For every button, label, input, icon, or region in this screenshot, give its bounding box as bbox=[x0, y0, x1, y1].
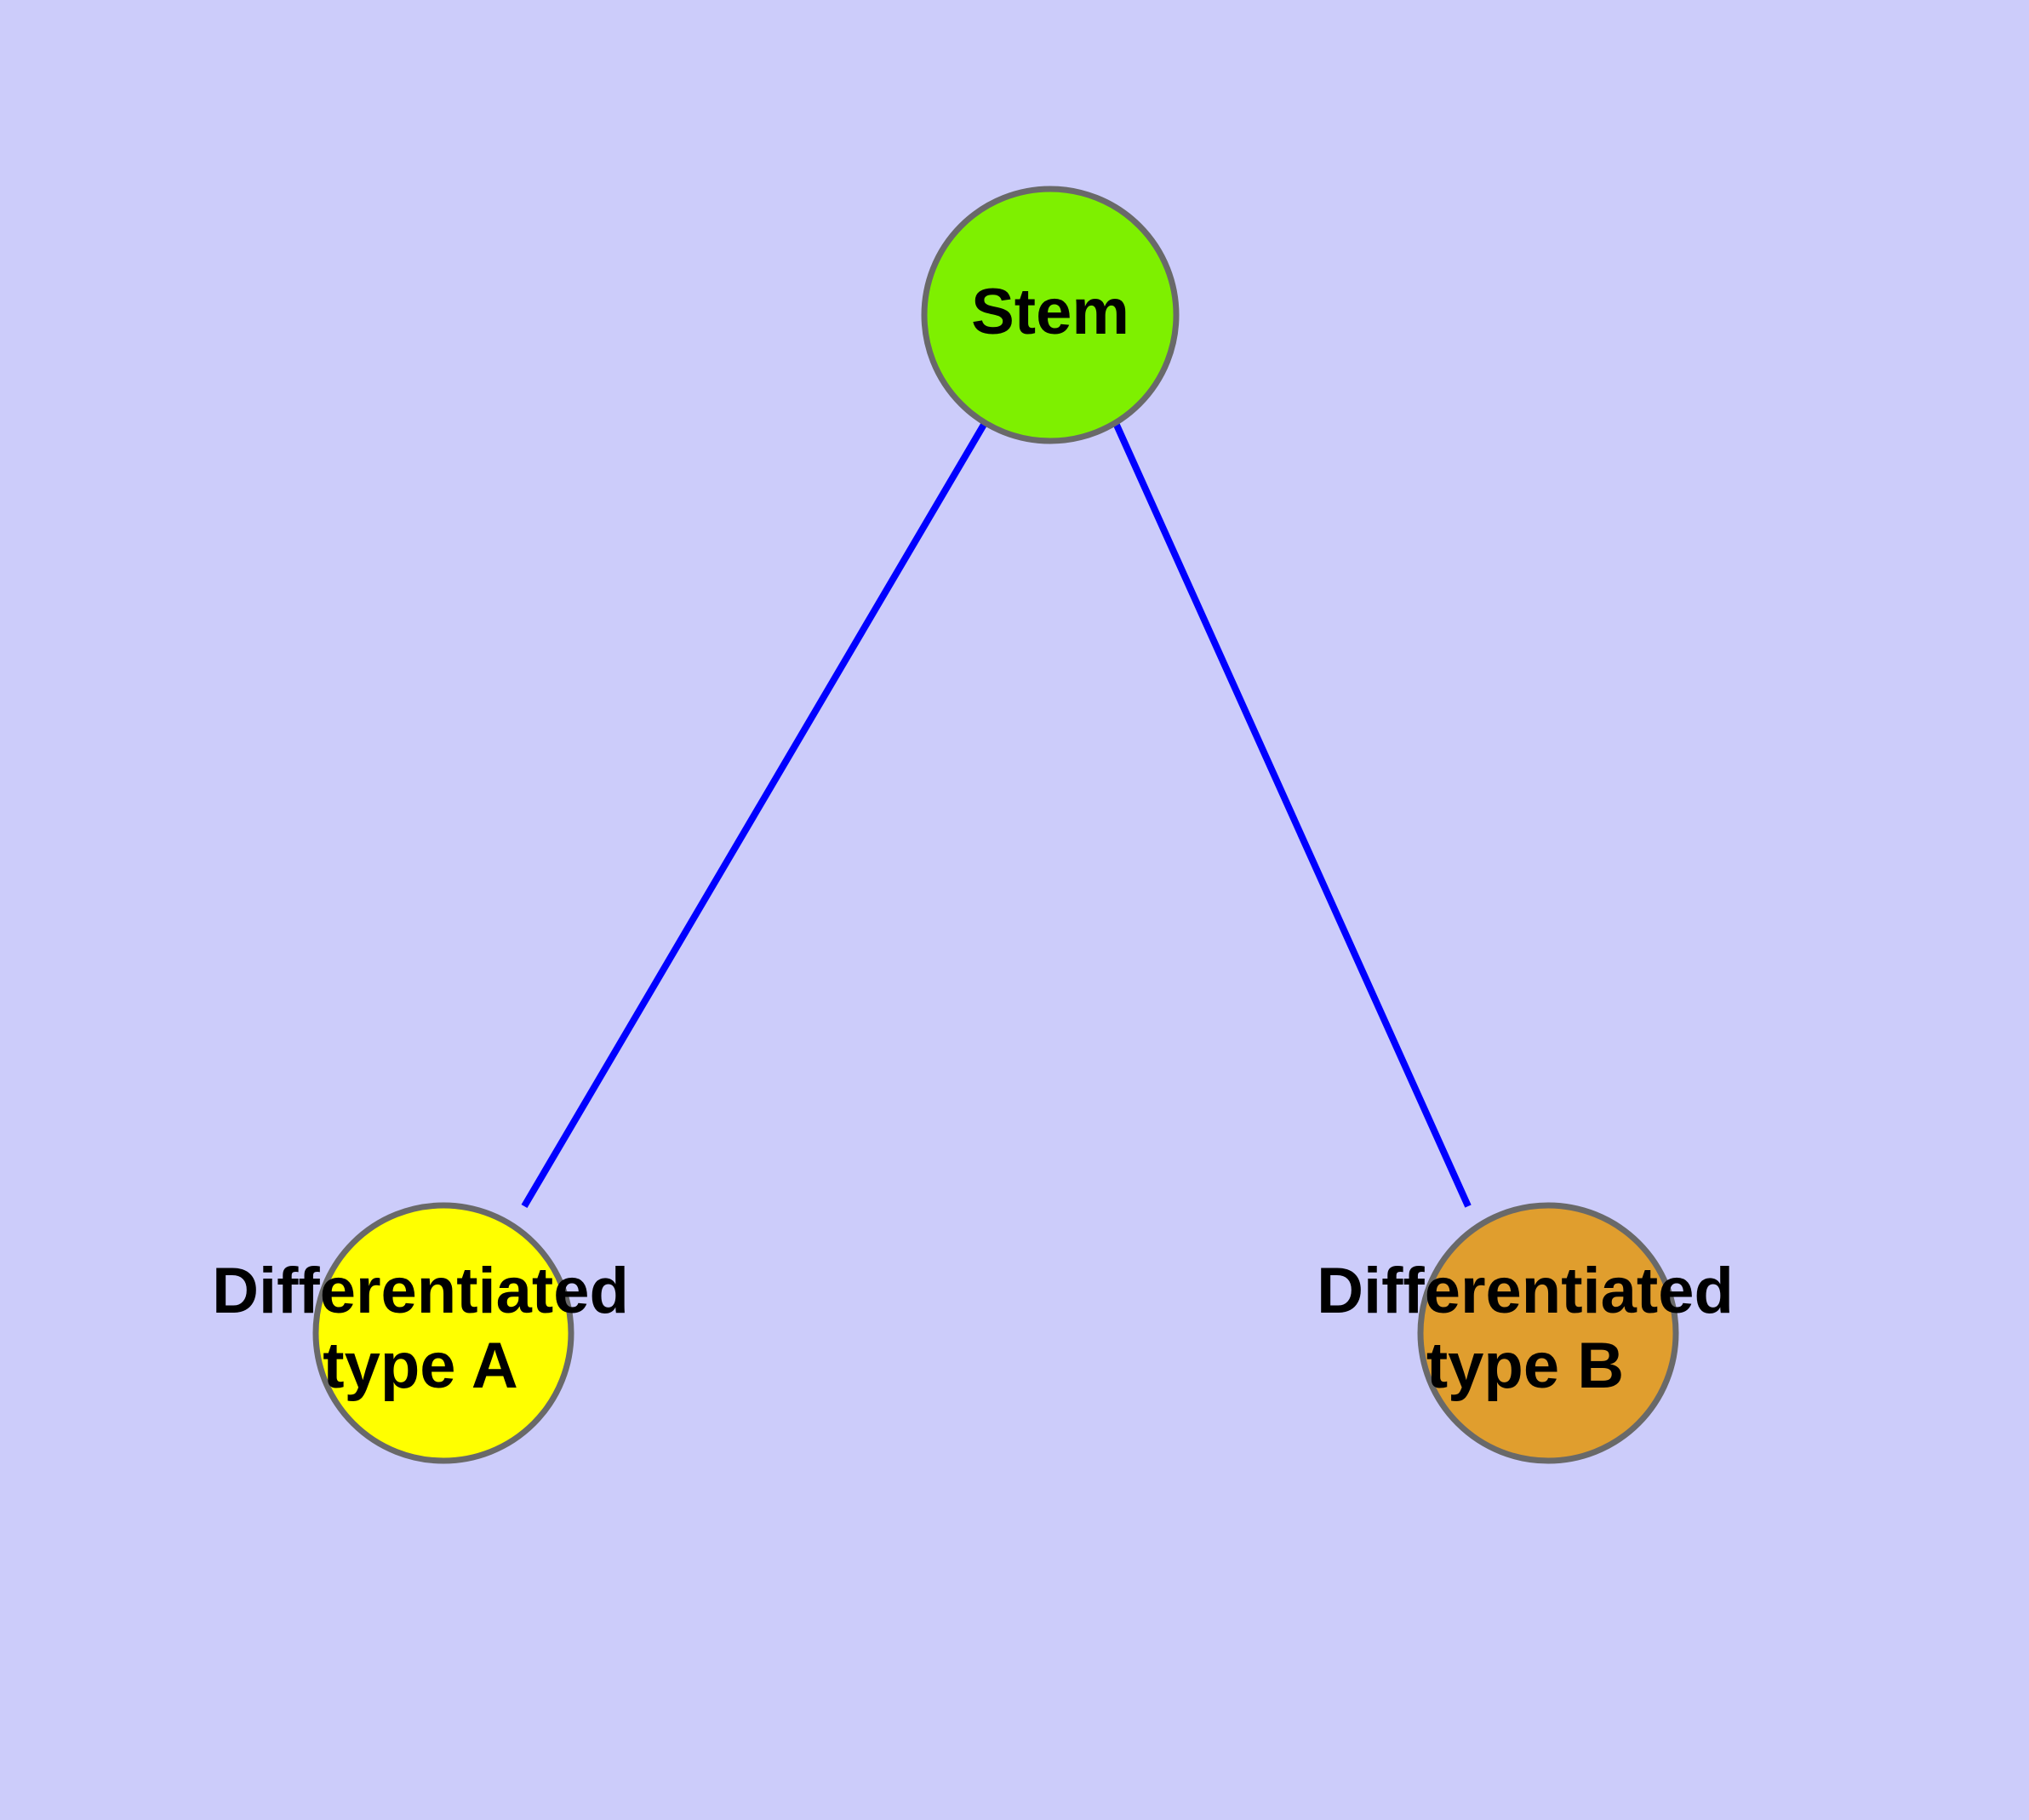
label-line: type A bbox=[323, 1330, 517, 1402]
node-stem-circle[interactable] bbox=[921, 186, 1180, 444]
label-line: type B bbox=[1426, 1330, 1624, 1402]
nodes-layer bbox=[312, 186, 1679, 1464]
edge-stem-to-differentiated-type-b[interactable] bbox=[1112, 421, 1472, 1208]
label-line: Stem bbox=[971, 276, 1129, 348]
node-stem-label: Stem bbox=[971, 276, 1129, 348]
label-line: Differentiated bbox=[1317, 1255, 1734, 1327]
node-differentiated-type-b-circle[interactable] bbox=[1417, 1202, 1679, 1464]
label-line: Differentiated bbox=[212, 1255, 629, 1327]
edges-layer bbox=[521, 421, 1472, 1209]
node-differentiated-type-a-circle[interactable] bbox=[312, 1202, 574, 1464]
edge-stem-to-differentiated-type-a[interactable] bbox=[521, 421, 988, 1209]
